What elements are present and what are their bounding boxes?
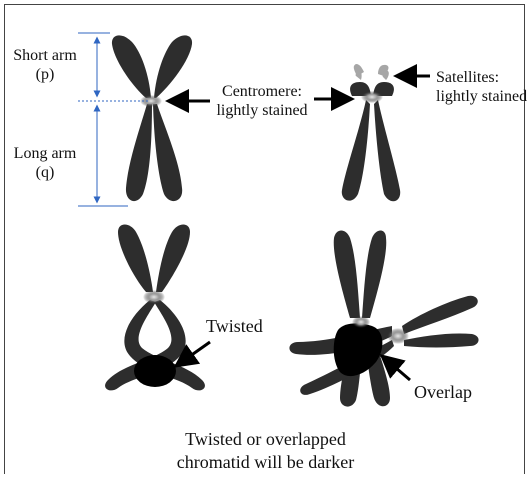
figure-caption-line2: chromatid will be darker bbox=[0, 451, 531, 473]
twisted-chromosome bbox=[105, 225, 205, 391]
figure-caption-line1: Twisted or overlapped bbox=[0, 428, 531, 450]
long-arm-label-line1: Long arm bbox=[12, 144, 78, 163]
centromere-label-line1: Centromere: bbox=[210, 82, 314, 101]
short-arm-label: Short arm (p) bbox=[12, 46, 78, 84]
satellites-label-line1: Satellites: bbox=[436, 68, 527, 87]
overlapping-chromosomes bbox=[289, 231, 478, 407]
short-arm-label-line2: (p) bbox=[12, 65, 78, 84]
overlap-label: Overlap bbox=[414, 383, 472, 402]
long-arm-label-line2: (q) bbox=[12, 163, 78, 182]
metacentric-chromosome bbox=[112, 35, 192, 201]
short-arm-label-line1: Short arm bbox=[12, 46, 78, 65]
centromere-label: Centromere: lightly stained bbox=[210, 82, 314, 120]
centromere-label-line2: lightly stained bbox=[210, 101, 314, 120]
long-arm-label: Long arm (q) bbox=[12, 144, 78, 182]
twisted-label: Twisted bbox=[206, 317, 263, 336]
satellites-label: Satellites: lightly stained bbox=[436, 68, 527, 106]
acrocentric-chromosome bbox=[342, 64, 400, 201]
satellites-label-line2: lightly stained bbox=[436, 87, 527, 106]
